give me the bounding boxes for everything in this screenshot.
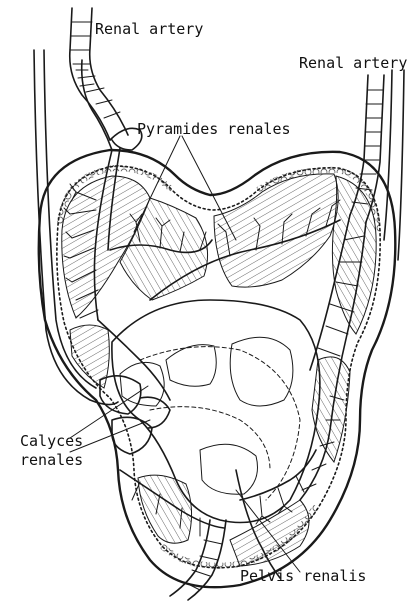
label-pelvis-renalis: Pelvis renalis — [240, 567, 366, 585]
label-calyces-line-2: renales — [20, 451, 83, 469]
label-renal-artery-right: Renal artery — [299, 54, 407, 72]
pyramid-6 — [138, 475, 192, 543]
label-pyramides-renales: Pyramides renales — [137, 120, 291, 138]
pyramid-3 — [214, 174, 338, 287]
label-calyces-line-1: Calyces — [20, 432, 83, 450]
calyces-group — [100, 376, 170, 454]
label-renal-artery-left: Renal artery — [95, 20, 203, 38]
